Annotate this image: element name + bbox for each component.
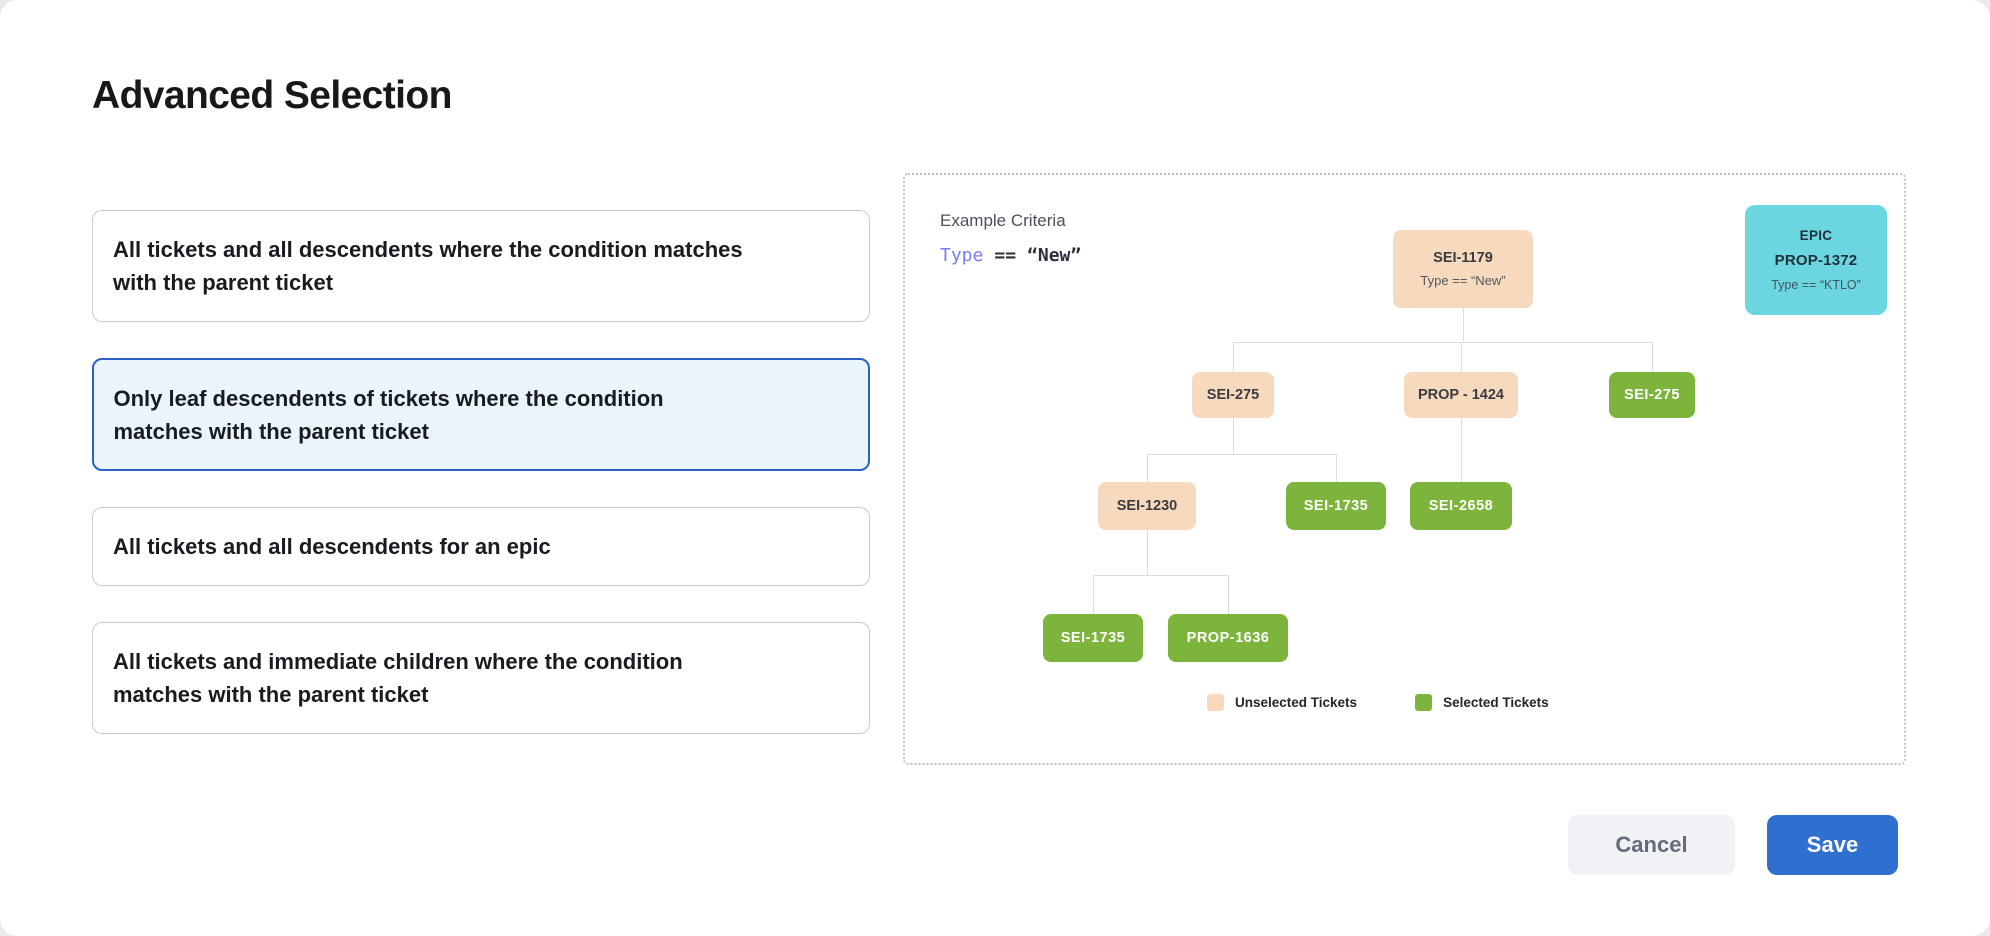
criteria-expression: Type == “New” bbox=[940, 245, 1081, 266]
connector-line bbox=[1147, 454, 1148, 482]
page-title: Advanced Selection bbox=[92, 74, 452, 118]
legend-label: Selected Tickets bbox=[1443, 695, 1549, 710]
connector-line bbox=[1233, 342, 1234, 372]
ticket-node: SEI-1230 bbox=[1098, 482, 1196, 530]
option-label: Only leaf descendents of tickets where t… bbox=[113, 385, 664, 444]
criteria-operator: == bbox=[994, 245, 1017, 266]
connector-line bbox=[1093, 575, 1094, 614]
connector-line bbox=[1228, 575, 1229, 614]
epic-condition-label: Type == “KTLO” bbox=[1771, 278, 1861, 292]
example-diagram-panel: Example Criteria Type == “New” EPIC PROP… bbox=[903, 173, 1906, 765]
option-label: All tickets and immediate children where… bbox=[113, 649, 683, 707]
legend-label: Unselected Tickets bbox=[1235, 695, 1358, 710]
option-all-descendents-condition[interactable]: All tickets and all descendents where th… bbox=[92, 210, 870, 322]
cancel-button[interactable]: Cancel bbox=[1568, 815, 1735, 875]
connector-line bbox=[1147, 530, 1148, 575]
ticket-node: PROP - 1424 bbox=[1404, 372, 1518, 418]
option-label: All tickets and all descendents where th… bbox=[113, 237, 743, 295]
ticket-id: SEI-1735 bbox=[1060, 630, 1126, 646]
legend: Unselected Tickets Selected Tickets bbox=[1207, 694, 1549, 711]
epic-kind-label: EPIC bbox=[1799, 228, 1833, 243]
epic-card: EPIC PROP-1372 Type == “KTLO” bbox=[1745, 205, 1887, 315]
connector-line bbox=[1461, 418, 1462, 482]
connector-line bbox=[1233, 342, 1652, 343]
ticket-id: PROP - 1424 bbox=[1418, 387, 1504, 403]
ticket-node: SEI-1735 bbox=[1286, 482, 1386, 530]
connector-line bbox=[1463, 308, 1464, 342]
ticket-id: SEI-275 bbox=[1206, 387, 1260, 403]
ticket-id: SEI-1179 bbox=[1433, 250, 1493, 266]
connector-line bbox=[1093, 575, 1228, 576]
selected-swatch-icon bbox=[1415, 694, 1433, 711]
ticket-id: SEI-1735 bbox=[1303, 498, 1369, 514]
ticket-node: SEI-275 bbox=[1609, 372, 1695, 418]
save-button[interactable]: Save bbox=[1767, 815, 1898, 875]
ticket-node: PROP-1636 bbox=[1168, 614, 1288, 662]
example-criteria-heading: Example Criteria bbox=[940, 211, 1066, 230]
selection-options-list: All tickets and all descendents where th… bbox=[92, 210, 870, 770]
criteria-value: “New” bbox=[1027, 245, 1082, 266]
ticket-id: SEI-275 bbox=[1624, 387, 1680, 403]
connector-line bbox=[1147, 454, 1336, 455]
criteria-field: Type bbox=[940, 245, 984, 266]
connector-line bbox=[1336, 454, 1337, 482]
ticket-node: SEI-2658 bbox=[1410, 482, 1512, 530]
ticket-node: SEI-1735 bbox=[1043, 614, 1143, 662]
ticket-id: PROP-1636 bbox=[1186, 630, 1270, 646]
option-label: All tickets and all descendents for an e… bbox=[113, 534, 551, 559]
option-leaf-descendents-condition[interactable]: Only leaf descendents of tickets where t… bbox=[92, 358, 870, 471]
ticket-id: SEI-2658 bbox=[1428, 498, 1494, 514]
ticket-node: SEI-275 bbox=[1192, 372, 1274, 418]
connector-line bbox=[1652, 342, 1653, 372]
ticket-id: SEI-1230 bbox=[1116, 498, 1178, 514]
ticket-condition: Type == “New” bbox=[1420, 273, 1506, 288]
connector-line bbox=[1233, 418, 1234, 454]
option-all-descendents-epic[interactable]: All tickets and all descendents for an e… bbox=[92, 507, 870, 586]
connector-line bbox=[1461, 342, 1462, 372]
option-immediate-children-condition[interactable]: All tickets and immediate children where… bbox=[92, 622, 870, 734]
legend-item-selected: Selected Tickets bbox=[1415, 694, 1549, 711]
legend-item-unselected: Unselected Tickets bbox=[1207, 694, 1357, 711]
unselected-swatch-icon bbox=[1207, 694, 1224, 711]
epic-id-label: PROP-1372 bbox=[1774, 252, 1858, 269]
ticket-node-root: SEI-1179 Type == “New” bbox=[1393, 230, 1533, 308]
